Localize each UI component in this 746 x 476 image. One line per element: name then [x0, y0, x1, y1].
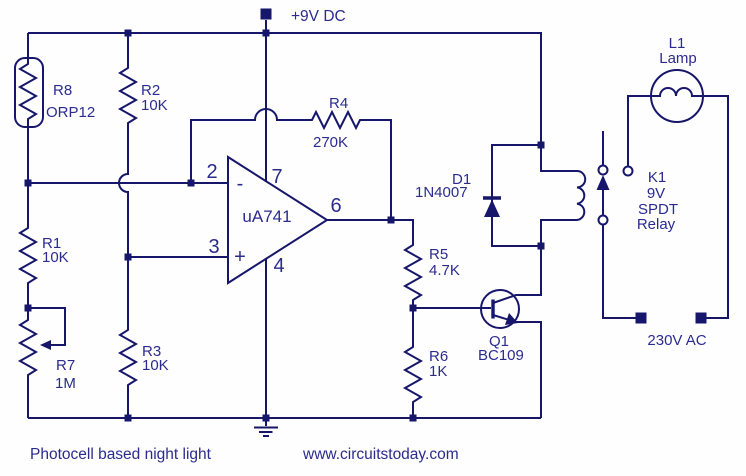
label-r1-value: 10K — [42, 249, 69, 266]
label-k1-voltage: 9V — [647, 185, 665, 202]
label-q1-ref: Q1 — [489, 333, 509, 350]
junction-dot — [24, 179, 32, 187]
photocell-body — [14, 57, 44, 128]
opamp-pin7: 7 — [271, 166, 282, 188]
junction-dot — [24, 304, 32, 312]
symbols — [14, 8, 707, 437]
label-r8-value: ORP12 — [46, 104, 95, 121]
junction-dot — [187, 179, 195, 187]
junction-dot — [262, 29, 270, 37]
wire-collector — [492, 246, 542, 304]
relay-contact-throw2 — [622, 165, 634, 177]
label-r2-value: 10K — [141, 97, 168, 114]
wire-emitter — [492, 314, 542, 418]
wire-output-r5-r6 — [327, 219, 424, 418]
terminal-ac-right — [695, 312, 707, 324]
wire-left-column — [17, 33, 39, 418]
label-l1-ref: L1 — [669, 35, 686, 52]
junction-dot — [124, 414, 132, 422]
wire-diode-loop — [491, 144, 541, 247]
opamp-pin3: 3 — [208, 236, 219, 258]
relay-contact-pole — [597, 214, 609, 226]
transistor-body — [480, 289, 520, 329]
wire-lamp-right — [703, 95, 729, 319]
junction-dot — [409, 304, 417, 312]
power-label: +9V DC — [291, 8, 346, 25]
labels: +9V DC R8 ORP12 R2 10K R1 10K R7 1M R3 1… — [30, 8, 707, 463]
junction-dot — [537, 242, 545, 250]
label-r7-ref: R7 — [56, 357, 75, 374]
opamp-triangle — [227, 155, 329, 285]
junction-dot — [409, 414, 417, 422]
opamp-pin6: 6 — [330, 195, 341, 217]
ac-label: 230V AC — [647, 332, 706, 349]
label-r6-ref: R6 — [429, 348, 448, 365]
page-title: Photocell based night light — [30, 446, 212, 463]
opamp-minus-sign: - — [237, 173, 244, 195]
relay-contact-throw1 — [597, 164, 609, 176]
terminal-ac-left — [635, 312, 647, 324]
opamp-pin2: 2 — [206, 161, 217, 183]
label-k1-kind: Relay — [637, 216, 676, 233]
label-l1-value: Lamp — [659, 50, 697, 67]
relay-pole-arrowhead — [596, 175, 610, 190]
wire-lamp-left — [627, 95, 651, 167]
terminal-9v — [260, 8, 272, 20]
label-r5-value: 4.7K — [429, 262, 460, 279]
label-r6-value: 1K — [429, 363, 447, 380]
ground-symbol — [254, 418, 278, 437]
wire-top-rail — [28, 32, 542, 145]
label-r5-ref: R5 — [429, 246, 448, 263]
label-r8-ref: R8 — [53, 82, 72, 99]
label-r3-ref: R3 — [142, 343, 161, 360]
label-d1-ref: D1 — [452, 171, 471, 188]
label-r4-ref: R4 — [329, 95, 348, 112]
wire-r7-wiper — [28, 307, 66, 346]
wire-feedback-r4 — [190, 108, 392, 220]
junction-dot — [387, 216, 395, 224]
label-r7-value: 1M — [55, 375, 76, 392]
label-k1-type: SPDT — [638, 201, 678, 218]
junction-dot — [124, 29, 132, 37]
junction-dot — [124, 253, 132, 261]
wire-r2-r3-column — [117, 33, 139, 418]
label-k1-ref: K1 — [648, 169, 666, 186]
opamp-pin4: 4 — [273, 255, 284, 277]
wire-relay-coil — [540, 145, 587, 246]
label-r2-ref: R2 — [141, 82, 160, 99]
r7-wiper-arrowhead — [40, 340, 51, 350]
label-r3-value: 10K — [142, 357, 169, 374]
junction-dot — [262, 414, 270, 422]
label-r1-ref: R1 — [42, 235, 61, 252]
website-link: www.circuitstoday.com — [302, 446, 459, 463]
opamp-name: uA741 — [242, 207, 291, 226]
label-r4-value: 270K — [313, 134, 348, 151]
label-d1-value: 1N4007 — [415, 184, 468, 201]
junction-dots — [24, 29, 545, 422]
wire-pole-to-ac — [602, 224, 636, 319]
emitter-arrow — [505, 313, 518, 325]
wires — [17, 20, 729, 419]
opamp-plus-sign: + — [234, 246, 246, 268]
junction-dot — [537, 141, 545, 149]
lamp-filament — [651, 87, 703, 97]
label-q1-value: BC109 — [478, 347, 524, 364]
diode-triangle — [484, 199, 500, 217]
